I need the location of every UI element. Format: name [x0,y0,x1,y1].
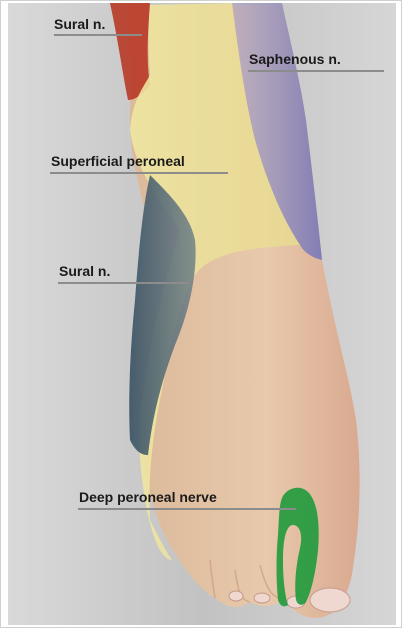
label-sural-top: Sural n. [54,16,105,32]
fourth-toenail [229,591,243,601]
third-toenail [254,593,270,603]
big-toenail [310,588,350,612]
label-deep-peroneal: Deep peroneal nerve [79,489,217,505]
label-superficial-peroneal: Superficial peroneal [51,153,185,169]
label-sural-lateral: Sural n. [59,263,110,279]
label-saphenous: Saphenous n. [249,51,341,67]
